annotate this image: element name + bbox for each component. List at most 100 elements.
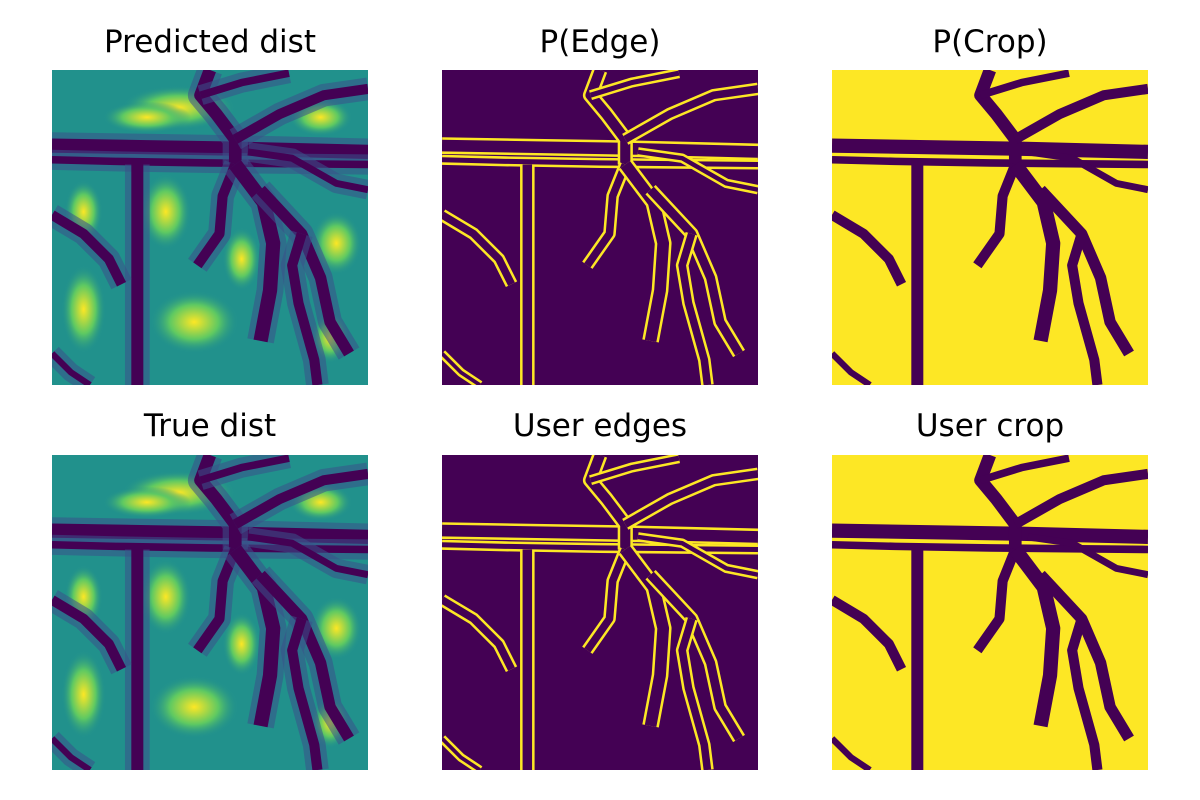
non-crop-band <box>979 70 1070 99</box>
edge-interior <box>589 455 680 483</box>
edge-interior <box>678 617 712 770</box>
distance-peak <box>222 227 261 291</box>
edge-interior <box>584 163 629 268</box>
heatmap-p-edge <box>442 70 758 385</box>
edge-interior <box>442 596 515 671</box>
edge-interior <box>678 232 712 385</box>
non-crop-band <box>1009 545 1061 728</box>
heatmap-image <box>52 70 368 385</box>
heatmap-image <box>832 455 1148 770</box>
panel-title-predicted-dist: Predicted dist <box>104 24 316 60</box>
heatmap-background <box>832 455 1148 770</box>
boundary-core <box>193 162 240 269</box>
non-crop-band <box>832 351 872 385</box>
non-crop-band <box>1067 232 1103 385</box>
edge-interior <box>623 470 758 528</box>
boundary-core <box>247 148 368 194</box>
edge-interior <box>620 161 670 342</box>
boundary-core <box>232 83 368 144</box>
distance-peak <box>61 265 106 354</box>
non-crop-band <box>832 736 872 770</box>
non-crop-band <box>832 138 1148 159</box>
heatmap-user-crop <box>832 455 1148 770</box>
edge-interior <box>442 737 481 770</box>
boundary-core <box>229 545 281 728</box>
non-crop-band <box>832 155 1148 169</box>
edge-interior <box>637 534 758 577</box>
distance-peak <box>102 486 192 518</box>
boundary-core <box>52 351 92 385</box>
heatmap-user-edges <box>442 455 758 770</box>
boundary-core <box>199 70 290 99</box>
edge-interior <box>637 149 758 192</box>
boundary-core <box>256 185 354 357</box>
panel-title-p-edge: P(Edge) <box>539 24 661 60</box>
non-crop-band <box>974 70 1022 165</box>
boundary-core <box>52 210 127 287</box>
heatmap-image <box>442 455 758 770</box>
edge-interior <box>442 139 758 158</box>
boundary-core <box>287 617 323 770</box>
heatmap-background <box>832 70 1148 385</box>
non-crop-band <box>1036 570 1134 742</box>
heatmap-true-dist <box>52 455 368 770</box>
boundary-core <box>199 455 290 484</box>
heatmap-p-crop <box>832 70 1148 385</box>
non-crop-band <box>979 455 1070 484</box>
non-crop-band <box>1036 185 1134 357</box>
edge-interior <box>623 85 758 143</box>
distance-peak <box>222 612 261 676</box>
non-crop-band <box>973 547 1020 654</box>
heatmap-background <box>442 455 758 770</box>
edge-interior <box>647 186 743 356</box>
boundary-core <box>232 468 368 529</box>
panel-title-user-edges: User edges <box>512 408 688 444</box>
distance-peak <box>61 650 106 739</box>
boundary-core <box>52 595 127 672</box>
boundary-core <box>256 570 354 742</box>
distance-peak <box>140 173 192 250</box>
edge-interior <box>589 70 680 98</box>
non-crop-band <box>1012 83 1148 144</box>
non-crop-band <box>1027 533 1148 579</box>
panel-title-p-crop: P(Crop) <box>932 24 1048 60</box>
distance-peak <box>149 675 239 739</box>
heatmap-image <box>832 70 1148 385</box>
non-crop-band <box>974 455 1022 550</box>
heatmap-predicted-dist <box>52 70 368 385</box>
panel-title-true-dist: True dist <box>143 408 277 444</box>
boundary-core <box>52 736 92 770</box>
edge-interior <box>585 455 631 550</box>
non-crop-band <box>973 162 1020 269</box>
boundary-core <box>287 232 323 385</box>
boundary-core <box>229 160 281 343</box>
edge-interior <box>647 571 743 741</box>
edge-interior <box>585 70 631 165</box>
edge-interior <box>442 524 758 543</box>
edge-interior <box>442 157 758 168</box>
heatmap-background <box>442 70 758 385</box>
edge-interior <box>620 546 670 727</box>
edge-interior <box>442 542 758 553</box>
non-crop-band <box>1067 617 1103 770</box>
boundary-core <box>52 138 368 159</box>
boundary-core <box>52 523 368 544</box>
non-crop-band <box>832 210 907 287</box>
non-crop-band <box>832 595 907 672</box>
boundary-core <box>193 547 240 654</box>
edge-interior <box>442 352 481 385</box>
edge-interior <box>442 211 515 286</box>
boundary-core <box>247 533 368 579</box>
edge-interior <box>584 548 629 653</box>
distance-peak <box>140 558 192 635</box>
distance-peak <box>149 290 239 354</box>
heatmap-image <box>442 70 758 385</box>
non-crop-band <box>832 540 1148 554</box>
non-crop-band <box>832 523 1148 544</box>
heatmap-image <box>52 455 368 770</box>
distance-peak <box>102 101 192 133</box>
non-crop-band <box>1012 468 1148 529</box>
panel-title-user-crop: User crop <box>915 408 1065 444</box>
non-crop-band <box>1009 160 1061 343</box>
